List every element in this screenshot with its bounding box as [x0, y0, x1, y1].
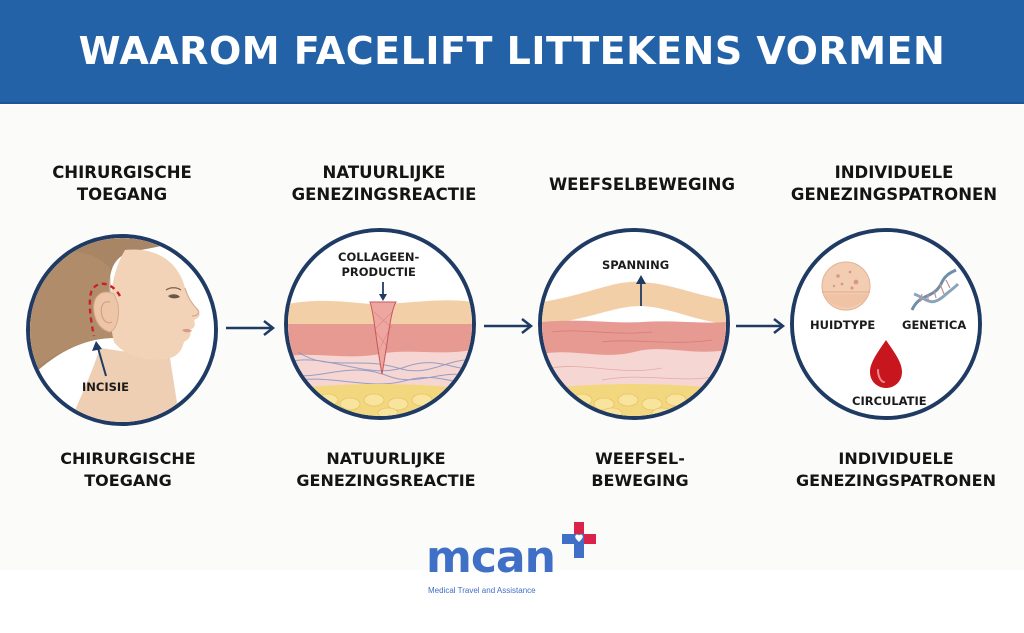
skin-collagen-illustration — [288, 232, 472, 416]
step-4-title: INDIVIDUELE GENEZINGSPATRONEN — [774, 162, 1014, 206]
factors-illustration — [794, 232, 978, 416]
collagen-label-line-1: COLLAGEEN- — [338, 250, 420, 264]
logo-tagline: Medical Travel and Assistance — [428, 586, 536, 595]
dna-icon — [910, 268, 960, 311]
step-4-caption: INDIVIDUELE GENEZINGSPATRONEN — [776, 448, 1016, 492]
step-2-caption-line-1: NATUURLIJKE — [326, 449, 446, 468]
step-4-title-line-2: GENEZINGSPATRONEN — [790, 185, 998, 204]
step-4-caption-line-1: INDIVIDUELE — [838, 449, 954, 468]
mcan-logo: mcan Medical Travel and Assistance — [424, 520, 604, 600]
flow-arrow-1 — [226, 320, 276, 336]
skin-tension-illustration — [542, 232, 726, 416]
flow-arrow-2 — [484, 318, 534, 334]
tension-label: SPANNING — [602, 258, 670, 272]
step-4-caption-line-2: GENEZINGSPATRONEN — [796, 471, 996, 490]
step-1-illustration: INCISIE — [26, 234, 218, 426]
incision-label: INCISIE — [82, 380, 130, 394]
step-2-illustration: COLLAGEEN- PRODUCTIE — [284, 228, 476, 420]
medical-cross-icon — [562, 522, 596, 558]
step-1-caption-line-1: CHIRURGISCHE — [60, 449, 196, 468]
step-3-illustration: SPANNING — [538, 228, 730, 420]
step-4-title-line-1: INDIVIDUELE — [834, 163, 954, 182]
step-1-caption-line-2: TOEGANG — [84, 471, 172, 490]
skin-type-label: HUIDTYPE — [810, 318, 876, 332]
step-3-caption: WEEFSEL- BEWEGING — [520, 448, 760, 492]
step-2-title-line-1: NATUURLIJKE — [322, 163, 446, 182]
step-2-title: NATUURLIJKE GENEZINGSREACTIE — [264, 162, 504, 206]
step-3-title-line-1: WEEFSELBEWEGING — [548, 175, 736, 194]
collagen-label: COLLAGEEN- PRODUCTIE — [338, 250, 419, 280]
collagen-label-line-2: PRODUCTIE — [341, 265, 416, 279]
genetics-label: GENETICA — [902, 318, 967, 332]
header-banner: WAAROM FACELIFT LITTEKENS VORMEN — [0, 0, 1024, 104]
step-3-title: WEEFSELBEWEGING — [522, 174, 762, 196]
page-title: WAAROM FACELIFT LITTEKENS VORMEN — [78, 29, 946, 73]
logo-wordmark: mcan — [426, 532, 556, 583]
step-1-caption: CHIRURGISCHE TOEGANG — [8, 448, 248, 492]
blood-drop-icon — [870, 340, 902, 388]
step-1-title-line-1: CHIRURGISCHE — [52, 163, 192, 182]
step-2-caption: NATUURLIJKE GENEZINGSREACTIE — [266, 448, 506, 492]
step-3-caption-line-2: BEWEGING — [591, 471, 689, 490]
circulation-label: CIRCULATIE — [852, 394, 927, 408]
step-1-title-line-2: TOEGANG — [76, 185, 168, 204]
skin-sample-icon — [821, 261, 871, 311]
step-2-title-line-2: GENEZINGSREACTIE — [291, 185, 477, 204]
step-2-caption-line-2: GENEZINGSREACTIE — [296, 471, 476, 490]
flow-arrow-3 — [736, 318, 786, 334]
step-1-title: CHIRURGISCHE TOEGANG — [2, 162, 242, 206]
step-3-caption-line-1: WEEFSEL- — [595, 449, 685, 468]
step-4-illustration: HUIDTYPE GENETICA CIRCULATIE — [790, 228, 982, 420]
face-profile-illustration — [30, 238, 214, 422]
